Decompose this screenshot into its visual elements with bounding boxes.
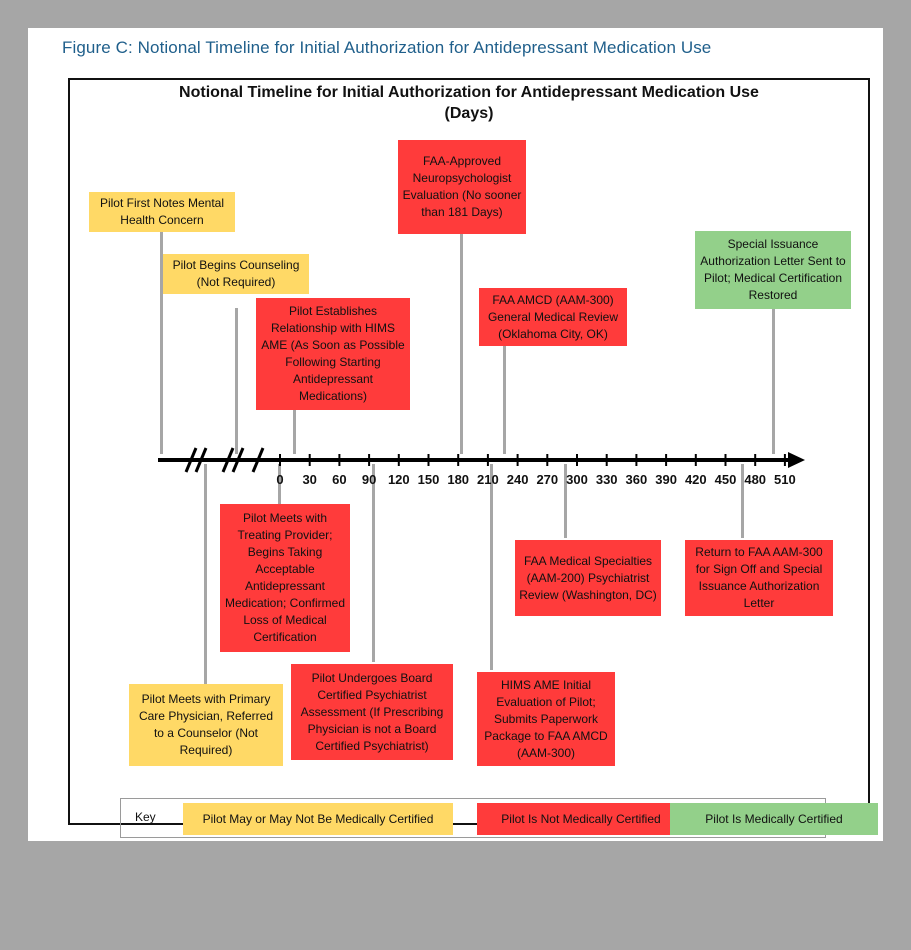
axis-tick-label: 120 [388, 472, 410, 487]
stem-first-notes [160, 230, 163, 454]
stem-return-aam300 [741, 464, 744, 538]
stem-establishes-hims [293, 396, 296, 454]
legend-item-green: Pilot Is Medically Certified [670, 803, 878, 835]
axis-tick-label: 240 [507, 472, 529, 487]
axis-tick-label: 510 [774, 472, 796, 487]
event-psychiatrist-assessment: Pilot Undergoes Board Certified Psychiat… [291, 664, 453, 760]
axis-arrowhead [788, 452, 805, 468]
timeline-figure: Notional Timeline for Initial Authorizat… [68, 78, 878, 838]
figure-panel: Figure C: Notional Timeline for Initial … [28, 28, 883, 841]
event-psychiatrist-assessment-text: Pilot Undergoes Board Certified Psychiat… [300, 670, 444, 753]
legend-item-green-text: Pilot Is Medically Certified [705, 811, 843, 826]
stem-neuropsych [460, 230, 463, 454]
axis-tick-label: 300 [566, 472, 588, 487]
event-amcd-review: FAA AMCD (AAM-300) General Medical Revie… [479, 288, 627, 346]
event-first-notes: Pilot First Notes Mental Health Concern [89, 192, 235, 232]
event-return-aam300: Return to FAA AAM-300 for Sign Off and S… [685, 540, 833, 616]
event-begins-counseling-text: Pilot Begins Counseling (Not Required) [172, 258, 300, 289]
axis-tick-label: 210 [477, 472, 499, 487]
title-line-2: (Days) [444, 105, 494, 122]
legend-item-red: Pilot Is Not Medically Certified [477, 803, 685, 835]
legend-item-red-text: Pilot Is Not Medically Certified [501, 811, 661, 826]
axis-tick-label: 330 [596, 472, 618, 487]
event-establishes-hims: Pilot Establishes Relationship with HIMS… [256, 298, 410, 410]
axis-break-1 [184, 447, 198, 473]
event-amcd-review-text: FAA AMCD (AAM-300) General Medical Revie… [487, 292, 619, 341]
event-return-aam300-text: Return to FAA AAM-300 for Sign Off and S… [695, 545, 823, 610]
event-si-letter-text: Special Issuance Authorization Letter Se… [700, 237, 846, 302]
event-pcp: Pilot Meets with Primary Care Physician,… [129, 684, 283, 766]
figure-caption: Figure C: Notional Timeline for Initial … [62, 38, 712, 57]
event-si-letter: Special Issuance Authorization Letter Se… [695, 231, 851, 309]
diagram-title: Notional Timeline for Initial Authorizat… [70, 82, 868, 124]
event-neuropsych: FAA-Approved Neuropsychologist Evaluatio… [398, 140, 526, 234]
stem-treating-provider [278, 464, 281, 504]
stem-hims-initial [490, 464, 493, 670]
axis-break-5 [251, 447, 265, 473]
legend-key: Key Pilot May or May Not Be Medically Ce… [120, 798, 878, 838]
legend-item-yellow-text: Pilot May or May Not Be Medically Certif… [202, 811, 434, 826]
event-hims-initial: HIMS AME Initial Evaluation of Pilot; Su… [477, 672, 615, 766]
axis-tick-label: 30 [302, 472, 316, 487]
axis-tick-label: 180 [447, 472, 469, 487]
title-line-1: Notional Timeline for Initial Authorizat… [179, 84, 759, 101]
legend-item-yellow: Pilot May or May Not Be Medically Certif… [183, 803, 453, 835]
event-treating-provider-text: Pilot Meets with Treating Provider; Begi… [224, 511, 346, 644]
axis-tick-label: 450 [715, 472, 737, 487]
axis-tick-label: 360 [626, 472, 648, 487]
event-aam200: FAA Medical Specialties (AAM-200) Psychi… [515, 540, 661, 616]
event-aam200-text: FAA Medical Specialties (AAM-200) Psychi… [519, 553, 657, 602]
axis-tick-label: 420 [685, 472, 707, 487]
legend-key-label: Key [135, 810, 156, 824]
axis-tick-label: 60 [332, 472, 346, 487]
axis-break-3 [221, 447, 235, 473]
axis-tick-label: 480 [744, 472, 766, 487]
event-first-notes-text: Pilot First Notes Mental Health Concern [99, 196, 225, 227]
event-neuropsych-text: FAA-Approved Neuropsychologist Evaluatio… [402, 154, 522, 219]
stem-psychiatrist [372, 464, 375, 662]
event-treating-provider: Pilot Meets with Treating Provider; Begi… [220, 504, 350, 652]
stem-amcd-review [503, 344, 506, 454]
axis-tick-label: 270 [536, 472, 558, 487]
event-pcp-text: Pilot Meets with Primary Care Physician,… [138, 692, 274, 757]
axis-tick-label: 150 [418, 472, 440, 487]
stem-aam200 [564, 464, 567, 538]
event-begins-counseling: Pilot Begins Counseling (Not Required) [163, 254, 309, 294]
event-hims-initial-text: HIMS AME Initial Evaluation of Pilot; Su… [484, 677, 608, 760]
stem-si-letter [772, 308, 775, 454]
axis-tick-label: 390 [655, 472, 677, 487]
event-establishes-hims-text: Pilot Establishes Relationship with HIMS… [261, 304, 405, 403]
stem-pcp [204, 464, 207, 686]
stem-begins-counseling [235, 308, 238, 454]
